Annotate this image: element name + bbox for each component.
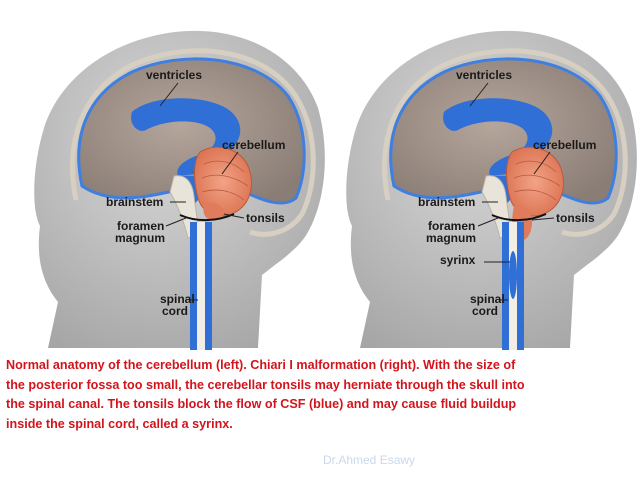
label-brainstem: brainstem — [418, 195, 475, 209]
label-spinal: spinal — [470, 292, 505, 306]
spinal-cord-shape — [197, 222, 205, 350]
label-cerebellum: cerebellum — [533, 138, 596, 152]
label-magnum: magnum — [426, 231, 476, 245]
leader-ventricles — [159, 82, 179, 107]
leader-tonsils — [223, 213, 245, 219]
label-foramen: foramen — [428, 219, 475, 233]
label-syrinx: syrinx — [440, 253, 476, 267]
cerebellum-shape — [194, 146, 252, 217]
skull-outline — [70, 48, 316, 237]
caption-line: the posterior fossa too small, the cereb… — [6, 377, 525, 392]
label-cerebellum: cerebellum — [222, 138, 285, 152]
caption-line: Normal anatomy of the cerebellum (left).… — [6, 358, 516, 372]
label-ventricles: ventricles — [456, 68, 512, 82]
anatomy-figure: ventricles cerebellum brainstem foramen … — [34, 30, 637, 350]
tonsils-shape — [203, 202, 224, 221]
leader-ventricles — [469, 82, 489, 107]
label-brainstem: brainstem — [106, 195, 163, 209]
label-cord: cord — [162, 304, 188, 318]
syrinx-cavity — [509, 251, 517, 299]
cerebellum-folia — [201, 160, 249, 201]
label-cord: cord — [472, 304, 498, 318]
right-panel: ventricles cerebellum brainstem foramen … — [346, 30, 637, 350]
label-foramen: foramen — [117, 219, 164, 233]
label-magnum: magnum — [115, 231, 165, 245]
foramen-magnum-arc — [491, 213, 547, 222]
cerebellum-folia — [513, 160, 561, 201]
leader-tonsils — [531, 217, 555, 221]
left-panel: ventricles cerebellum brainstem foramen … — [34, 30, 325, 350]
leader-foramen-magnum — [477, 217, 499, 227]
skull-outline — [382, 48, 628, 237]
leader-foramen-magnum — [165, 217, 187, 227]
caption-line: inside the spinal cord, called a syrinx. — [6, 416, 233, 431]
figure-caption: Normal anatomy of the cerebellum (left).… — [6, 356, 632, 434]
leader-cerebellum — [533, 151, 551, 175]
foramen-magnum-arc — [179, 213, 235, 222]
caption-line: the spinal canal. The tonsils block the … — [6, 397, 517, 411]
cerebellum-shape — [506, 146, 564, 217]
label-ventricles: ventricles — [146, 68, 202, 82]
author-credit: Dr.Ahmed Esawy — [323, 453, 416, 467]
label-tonsils: tonsils — [556, 211, 595, 225]
label-spinal: spinal — [160, 292, 195, 306]
leader-cerebellum — [221, 151, 239, 175]
label-tonsils: tonsils — [246, 211, 285, 225]
